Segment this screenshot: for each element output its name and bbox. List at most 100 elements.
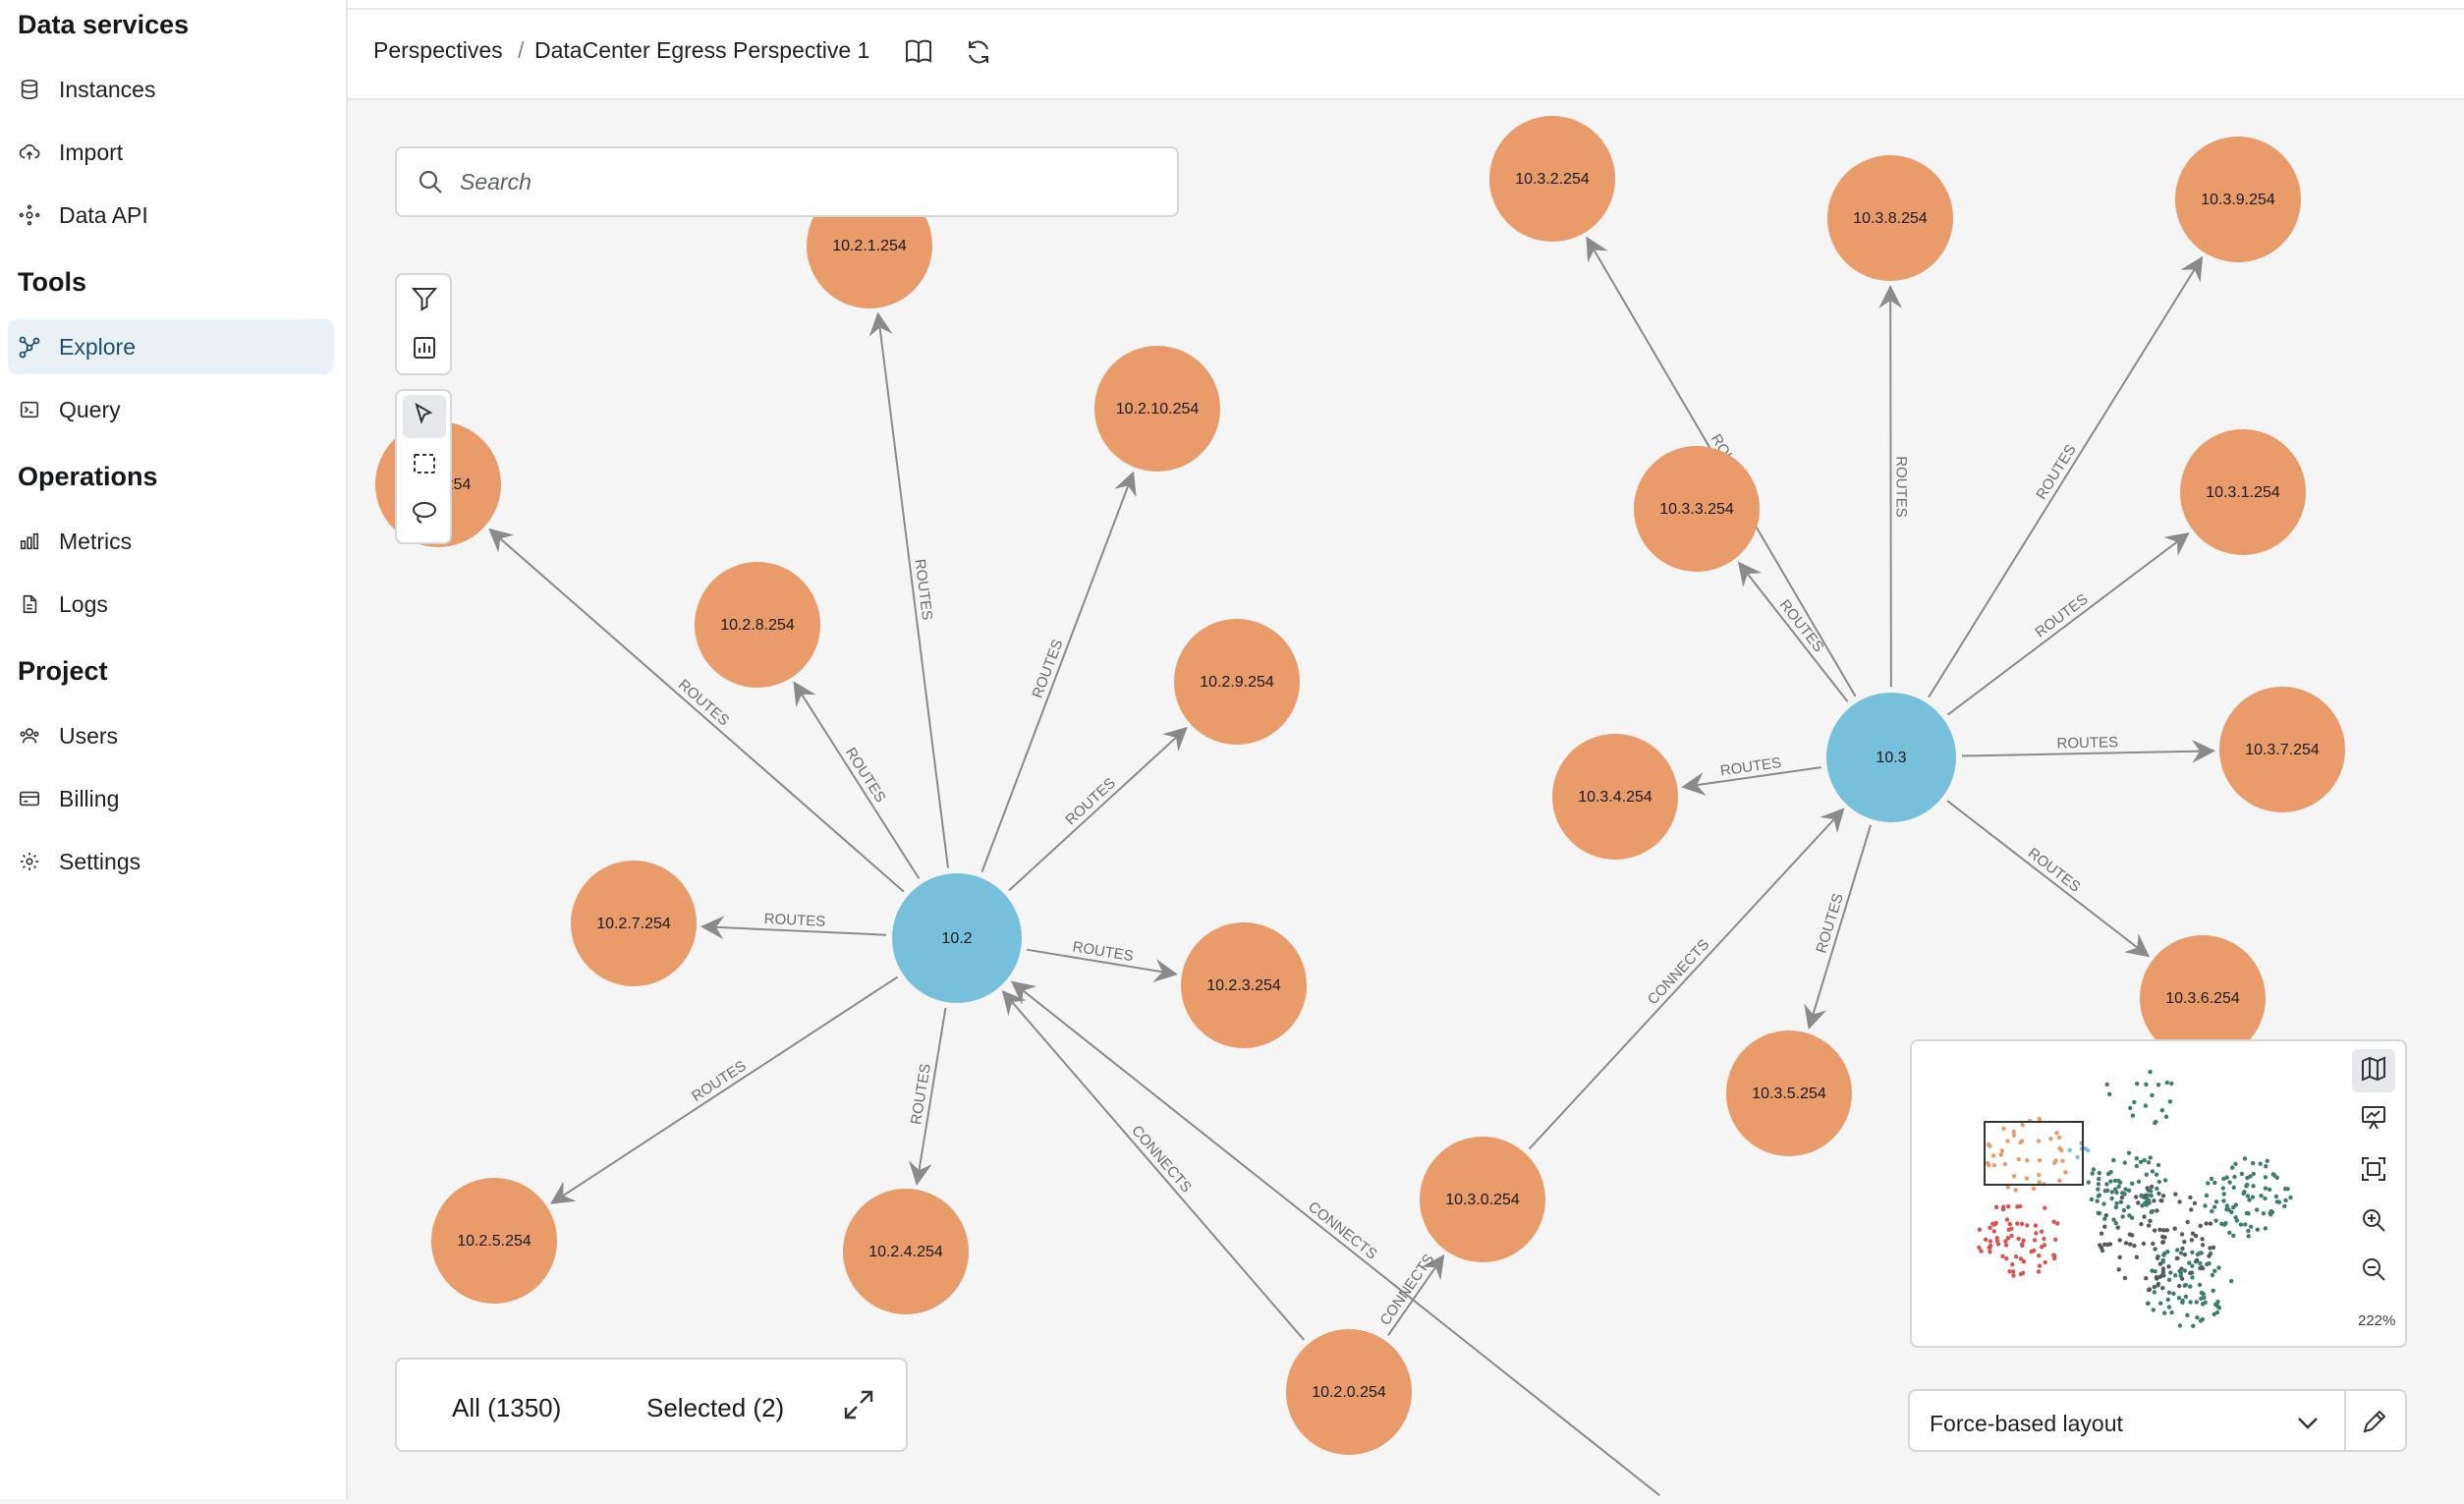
interface-node[interactable]: 10.3.9.254 [2175,137,2301,262]
minimap-dot [2246,1228,2251,1234]
filter-button[interactable] [403,279,446,322]
minimap-dot [2207,1253,2212,1258]
graph-edge[interactable] [1737,561,1849,702]
graph-edge[interactable] [549,975,899,1204]
selected-count-button[interactable]: Selected (2) [646,1393,785,1422]
minimap-dot [2242,1190,2247,1195]
map-view-button[interactable] [2352,1049,2395,1092]
pointer-tool-button[interactable] [403,395,446,438]
minimap-dot [2153,1269,2157,1274]
graph-edge[interactable] [1010,980,1660,1497]
interface-node[interactable]: 10.2.5.254 [431,1178,557,1304]
sidebar-item-settings[interactable]: Settings [8,834,334,889]
interface-node[interactable]: 10.2.4.254 [843,1189,969,1314]
minimap-dot [2060,1158,2065,1163]
interface-node[interactable]: 10.2.10.254 [1094,346,1220,472]
graph-edge[interactable] [868,311,949,868]
sidebar-item-import[interactable]: Import [8,125,334,180]
sidebar-item-logs[interactable]: Logs [8,577,334,632]
minimap-viewport[interactable] [1984,1121,2084,1186]
graph-edge[interactable] [908,1007,947,1186]
sidebar-item-query[interactable]: Query [8,382,334,437]
edit-pencil-icon[interactable] [2360,1407,2389,1441]
minimap-dot [2039,1245,2044,1250]
breadcrumb-perspectives[interactable]: Perspectives [373,37,503,63]
minimap-dot [1999,1148,2005,1153]
interface-node[interactable]: 10.3.3.254 [1634,446,1760,572]
minimap-dot [2056,1135,2062,1141]
interface-node[interactable]: 10.3.8.254 [1827,155,1953,281]
zoom-in-icon [2360,1206,2387,1239]
graph-edge[interactable] [1387,1253,1445,1337]
router-node[interactable]: 10.3 [1826,693,1956,822]
statistics-button[interactable] [403,328,446,371]
graph-edge[interactable] [1946,531,2190,716]
sidebar-item-metrics[interactable]: Metrics [8,514,334,569]
all-count-button[interactable]: All (1350) [452,1393,562,1422]
minimap-dot [2000,1253,2005,1258]
graph-edge[interactable] [1878,284,1903,688]
interface-node[interactable]: 10.3.0.254 [1420,1137,1545,1262]
router-node[interactable]: 10.2 [892,873,1022,1003]
zoom-out-button[interactable] [2352,1250,2395,1293]
sidebar-item-users[interactable]: Users [8,708,334,763]
minimap-dot [2086,1180,2091,1185]
minimap-graph[interactable] [1912,1041,2344,1346]
minimap-dot [2102,1242,2107,1247]
minimap-dot [2103,1213,2108,1218]
minimap-dot [2020,1122,2025,1128]
perspective-name[interactable]: DataCenter Egress Perspective 1 [534,37,870,63]
graph-edge[interactable] [700,916,887,940]
graph-edge[interactable] [1026,948,1178,982]
graph-edge[interactable] [980,471,1137,873]
minimap-dot [2251,1171,2256,1177]
minimap-dot [2204,1221,2209,1226]
search-input[interactable] [458,167,1149,196]
graph-edge[interactable] [1928,255,2204,698]
lasso-select-button[interactable] [403,493,446,536]
interface-node[interactable]: 10.3.7.254 [2219,687,2345,812]
sidebar-item-instances[interactable]: Instances [8,62,334,117]
search-box[interactable] [395,146,1179,217]
interface-node[interactable]: 10.3.4.254 [1552,734,1678,860]
graph-edge[interactable] [1528,808,1845,1150]
node-label: 10.3.3.254 [1659,501,1734,518]
interface-node[interactable]: 10.3.2.254 [1489,116,1615,242]
sidebar-item-explore[interactable]: Explore [8,319,334,374]
box-select-button[interactable] [403,444,446,487]
minimap[interactable]: 222% [1910,1039,2407,1348]
interface-node[interactable]: 10.2.8.254 [695,562,820,688]
graph-edge[interactable] [1681,766,1821,796]
sidebar-item-billing[interactable]: Billing [8,771,334,826]
interface-node[interactable]: 10.3.6.254 [2140,935,2266,1061]
minimap-dot [2159,1108,2164,1113]
graph-edge[interactable] [1008,726,1188,892]
layout-select[interactable]: Force-based layout [1908,1389,2407,1452]
graph-edge[interactable] [1804,824,1873,1030]
interface-node[interactable]: 10.3.1.254 [2180,429,2306,555]
minimap-dot [2107,1091,2112,1096]
fit-to-screen-button[interactable] [2352,1149,2395,1193]
refresh-icon[interactable] [964,37,993,72]
minimap-dot [2015,1221,2020,1226]
interface-node[interactable]: 10.2.3.254 [1181,922,1307,1048]
interface-node[interactable]: 10.3.5.254 [1726,1031,1852,1156]
graph-edge[interactable] [1946,800,2151,958]
graph-edge[interactable] [488,528,905,893]
minimap-dot [2016,1156,2021,1162]
book-icon[interactable] [904,37,933,70]
node-label: 10.2.3.254 [1206,977,1281,994]
chevron-down-icon[interactable] [2295,1411,2321,1439]
graph-edge[interactable] [1001,989,1306,1341]
graph-edge[interactable] [1961,739,2216,763]
presentation-button[interactable] [2352,1098,2395,1142]
minimap-dot [1998,1152,2003,1157]
sidebar-item-data-api[interactable]: Data API [8,188,334,243]
graph-edge[interactable] [793,681,921,879]
expand-icon[interactable] [841,1387,876,1427]
interface-node[interactable]: 10.2.7.254 [571,861,697,986]
zoom-in-button[interactable] [2352,1200,2395,1244]
interface-node[interactable]: 10.2.0.254 [1286,1329,1412,1455]
interface-node[interactable]: 10.2.9.254 [1174,619,1300,745]
